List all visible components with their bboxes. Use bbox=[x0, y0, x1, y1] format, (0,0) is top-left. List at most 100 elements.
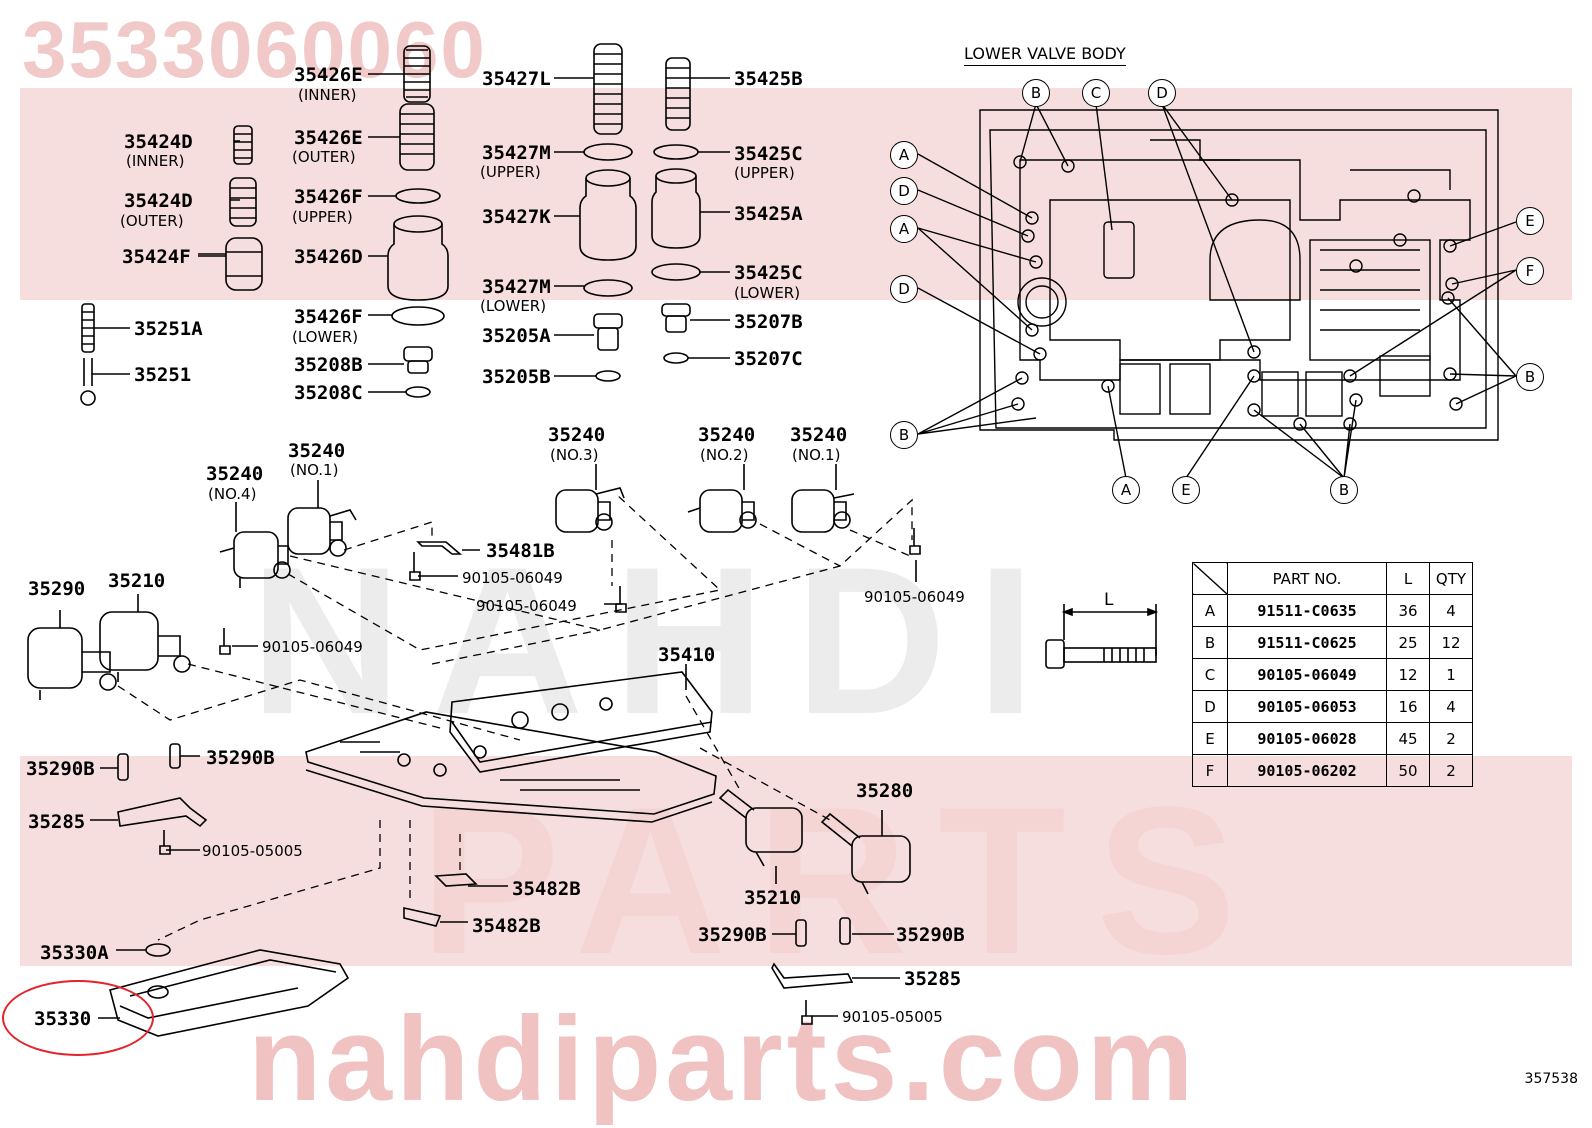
row-length: 45 bbox=[1386, 722, 1430, 755]
label-bolt-90105-06049-b: 90105-06049 bbox=[476, 597, 577, 615]
callout-b-2: B bbox=[890, 421, 918, 449]
pin-35290b-l1 bbox=[117, 753, 129, 781]
table-header-row: PART NO. L QTY bbox=[1192, 562, 1473, 595]
label-35285-left: 35285 bbox=[28, 811, 86, 833]
row-qty: 2 bbox=[1429, 754, 1473, 787]
label-35425c-upper: 35425C bbox=[734, 143, 803, 165]
row-part-no: 91511-C0625 bbox=[1227, 626, 1387, 659]
header-qty: QTY bbox=[1429, 562, 1473, 595]
spring-35424d-outer bbox=[229, 177, 257, 227]
label-35424d-outer: 35424D bbox=[124, 190, 193, 212]
solenoid-35240-no4 bbox=[219, 531, 291, 588]
callout-b-4: B bbox=[1516, 363, 1544, 391]
plate-35482b-a bbox=[434, 873, 478, 887]
label-35240-no4: 35240 bbox=[206, 463, 264, 485]
row-key: E bbox=[1192, 722, 1228, 755]
o-ring-35425c-upper bbox=[653, 144, 699, 160]
row-key: F bbox=[1192, 754, 1228, 787]
label-35290b-l2: 35290B bbox=[206, 747, 275, 769]
spring-35425b bbox=[665, 57, 691, 131]
label-35205a: 35205A bbox=[482, 325, 551, 347]
callout-c: C bbox=[1082, 79, 1110, 107]
spring-35424d-inner bbox=[233, 125, 253, 165]
label-35285-right: 35285 bbox=[904, 968, 962, 990]
solenoid-35210-left bbox=[99, 611, 191, 682]
valve-35424f bbox=[225, 237, 263, 291]
label-35290: 35290 bbox=[28, 578, 86, 600]
label-35280: 35280 bbox=[856, 780, 914, 802]
row-key: A bbox=[1192, 594, 1228, 627]
row-qty: 2 bbox=[1429, 722, 1473, 755]
plate-35482b-b bbox=[403, 907, 442, 927]
sleeve-35425a bbox=[651, 168, 701, 249]
watermark-parts: PARTS bbox=[420, 763, 1267, 998]
label-35410: 35410 bbox=[658, 644, 716, 666]
label-35424f: 35424F bbox=[122, 246, 191, 268]
label-35240-no3: 35240 bbox=[548, 424, 606, 446]
label-bolt-90105-05005-a: 90105-05005 bbox=[202, 842, 303, 860]
pin-35290b-r1 bbox=[795, 919, 807, 947]
spring-35426e-outer bbox=[399, 103, 435, 171]
sleeve-35426d bbox=[387, 215, 449, 301]
bracket-35481b bbox=[416, 541, 463, 555]
valve-body-35410 bbox=[305, 671, 717, 823]
spring-35426e-inner bbox=[403, 45, 431, 103]
label-35240-no1-left: 35240 bbox=[288, 440, 346, 462]
solenoid-35240-no1-left bbox=[287, 507, 357, 557]
label-35330a: 35330A bbox=[40, 942, 109, 964]
o-ring-35427m-upper bbox=[583, 143, 633, 161]
watermark-layer: 3533060060 NAHDI PARTS nahdiparts.com bbox=[20, 5, 1572, 1126]
plug-35205a bbox=[593, 313, 623, 351]
o-ring-35425c-lower bbox=[651, 263, 701, 281]
sublabel-35240-no3: (NO.3) bbox=[550, 446, 599, 464]
row-key: C bbox=[1192, 658, 1228, 691]
table-row: C 90105-06049 12 1 bbox=[1192, 658, 1473, 691]
label-35290b-r1: 35290B bbox=[698, 924, 767, 946]
label-35425a: 35425A bbox=[734, 203, 803, 225]
label-35290b-r2: 35290B bbox=[896, 924, 965, 946]
sublabel-35240-no1-right: (NO.1) bbox=[792, 446, 841, 464]
label-35240-no1-right: 35240 bbox=[790, 424, 848, 446]
label-35208b: 35208B bbox=[294, 354, 363, 376]
table-row: F 90105-06202 50 2 bbox=[1192, 754, 1473, 787]
solenoid-35240-no2 bbox=[687, 489, 757, 533]
sublabel-35426e-inner: (INNER) bbox=[298, 86, 357, 104]
label-35205b: 35205B bbox=[482, 366, 551, 388]
o-ring-35426f-upper bbox=[395, 188, 441, 204]
label-35481b: 35481B bbox=[486, 540, 555, 562]
label-35426e-inner: 35426E bbox=[294, 64, 363, 86]
label-35251: 35251 bbox=[134, 364, 192, 386]
label-35427l: 35427L bbox=[482, 68, 551, 90]
label-35207b: 35207B bbox=[734, 311, 803, 333]
row-part-no: 91511-C0635 bbox=[1227, 594, 1387, 627]
detent-spring-35285-right bbox=[771, 962, 854, 989]
sleeve-35427k bbox=[579, 169, 637, 261]
callout-d-3: D bbox=[890, 275, 918, 303]
label-35426e-outer: 35426E bbox=[294, 127, 363, 149]
pin-35290b-r2 bbox=[839, 917, 851, 945]
label-35425c-lower: 35425C bbox=[734, 262, 803, 284]
label-bolt-90105-06049-c: 90105-06049 bbox=[262, 638, 363, 656]
bolt-parts-table: PART NO. L QTY A 91511-C0635 36 4 B 9151… bbox=[1192, 562, 1473, 787]
label-35424d-inner: 35424D bbox=[124, 131, 193, 153]
detent-spring-35285-left bbox=[117, 797, 208, 828]
watermark-nahdi: NAHDI bbox=[250, 523, 1065, 758]
label-bolt-90105-06049-d: 90105-06049 bbox=[864, 588, 965, 606]
label-35208c: 35208C bbox=[294, 382, 363, 404]
callout-e-1: E bbox=[1172, 476, 1200, 504]
row-qty: 1 bbox=[1429, 658, 1473, 691]
lower-valve-body-title: LOWER VALVE BODY bbox=[964, 44, 1126, 66]
o-ring-35427m-lower bbox=[583, 279, 633, 297]
valve-35251 bbox=[80, 358, 96, 406]
label-bolt-90105-05005-b: 90105-05005 bbox=[842, 1008, 943, 1026]
table-row: D 90105-06053 16 4 bbox=[1192, 690, 1473, 723]
label-35482b-b: 35482B bbox=[472, 915, 541, 937]
sublabel-35426f-lower: (LOWER) bbox=[292, 328, 359, 346]
sublabel-35240-no4: (NO.4) bbox=[208, 485, 257, 503]
row-key: D bbox=[1192, 690, 1228, 723]
sublabel-35240-no2: (NO.2) bbox=[700, 446, 749, 464]
solenoid-35210-right bbox=[718, 788, 803, 867]
clip-35207c bbox=[663, 352, 689, 364]
row-qty: 4 bbox=[1429, 690, 1473, 723]
row-length: 25 bbox=[1386, 626, 1430, 659]
